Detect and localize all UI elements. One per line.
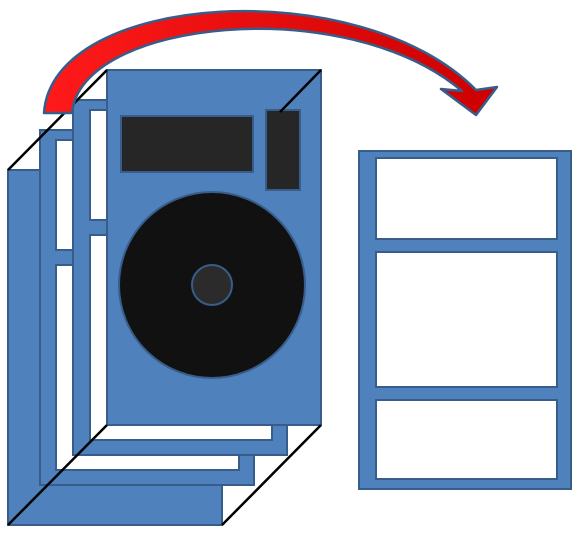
side-slot	[265, 109, 301, 191]
stack-edges	[7, 69, 322, 526]
edge-top-right	[279, 69, 322, 113]
stacked-device-icon	[7, 69, 322, 526]
sectioned-panel-icon	[358, 150, 572, 490]
curved-arrow-icon	[42, 9, 499, 117]
edge-top-left	[7, 69, 108, 171]
stack-layer-front	[106, 69, 322, 426]
target-section-middle	[375, 251, 558, 388]
disc-hub-icon	[191, 264, 233, 306]
target-section-top	[375, 157, 558, 240]
edge-bottom-right	[221, 424, 322, 526]
display-screen	[120, 115, 254, 173]
target-section-bottom	[375, 399, 558, 480]
stack-layer-3-window-top	[55, 139, 75, 251]
stack-layer-2-window-top	[89, 109, 109, 221]
edge-bottom-left	[7, 424, 108, 526]
